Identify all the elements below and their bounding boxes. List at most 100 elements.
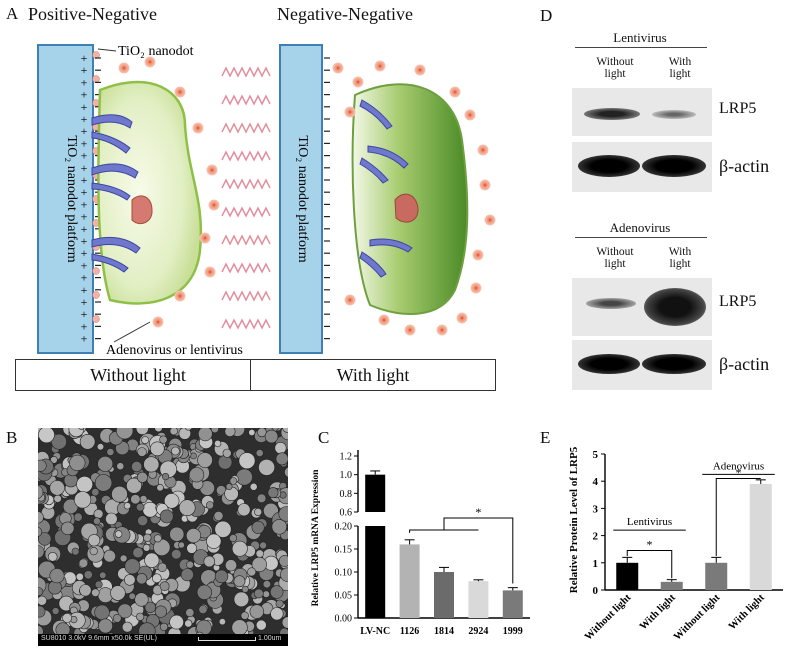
sem-particle <box>259 541 267 550</box>
e-group-label: Lentivirus <box>627 516 672 528</box>
sem-scale: 1.00um <box>258 635 282 642</box>
sem-particle <box>132 546 144 559</box>
sem-particle <box>83 570 93 580</box>
sem-particle <box>249 604 265 619</box>
sem-particle <box>69 454 86 472</box>
sem-particle <box>134 592 149 607</box>
sem-particle <box>206 533 222 549</box>
virus-particle <box>449 86 461 98</box>
sem-particle <box>177 541 185 549</box>
sem-particle <box>98 618 113 634</box>
sem-particle <box>61 521 75 536</box>
virus-particle <box>206 164 218 176</box>
c-tick-label-lower: 0.10 <box>335 568 353 579</box>
e-tick-label: 5 <box>593 449 599 461</box>
sem-particle <box>49 480 65 496</box>
sem-particle <box>116 462 125 471</box>
receptors-right <box>359 99 413 278</box>
receptors-left <box>91 114 141 273</box>
c-bar <box>434 572 454 618</box>
plus-mark: + <box>81 210 88 224</box>
sem-particle <box>128 592 136 600</box>
plus-mark: + <box>81 124 88 138</box>
sem-particle <box>195 631 204 634</box>
sem-particle <box>141 436 150 444</box>
sem-particle <box>198 605 208 615</box>
sem-particle <box>94 580 103 589</box>
blot1-protein1: LRP5 <box>719 100 757 117</box>
c-tick-label-upper: 0.8 <box>340 489 353 500</box>
nucleus-right <box>394 193 419 223</box>
sem-particle <box>275 452 288 466</box>
sem-particle <box>38 545 45 559</box>
sem-particle <box>75 572 84 581</box>
sem-particle <box>50 456 58 464</box>
sem-particle <box>76 476 94 493</box>
light-wave <box>221 178 271 190</box>
sem-particle <box>137 515 148 527</box>
sem-particle <box>68 428 84 438</box>
sem-particle <box>254 508 263 517</box>
e-y-axis-label: Relative Protein Level of LRP5 <box>568 446 580 593</box>
sem-particle <box>79 434 96 450</box>
sem-particle <box>281 616 288 629</box>
panel-a-diagram: TiO₂ nanodot platform ++++++++++++++++++… <box>37 44 496 358</box>
sem-particle <box>135 612 145 621</box>
plus-mark: + <box>81 234 88 248</box>
plus-mark: + <box>81 185 88 199</box>
c-category-label: 1999 <box>503 626 523 637</box>
sem-particle <box>142 544 151 552</box>
sem-particle <box>222 448 232 458</box>
sem-particle <box>99 571 107 579</box>
plus-mark: + <box>81 161 88 175</box>
nanodot <box>92 315 100 323</box>
light-wave <box>221 206 271 218</box>
plus-mark: + <box>81 295 88 309</box>
sem-particle <box>264 429 279 444</box>
e-tick-label: 0 <box>593 585 599 597</box>
virus-particle <box>204 266 216 278</box>
sem-particle <box>203 555 216 568</box>
sem-particle <box>225 559 238 572</box>
blot1-title: Lentivirus <box>613 30 667 45</box>
sem-particle <box>91 588 100 597</box>
virus-particle <box>344 106 356 118</box>
sem-particle <box>161 472 170 481</box>
sem-particle <box>114 530 123 538</box>
sem-particle <box>231 540 248 557</box>
sem-particle <box>142 501 158 518</box>
sem-particle <box>235 468 253 486</box>
virus-particle <box>344 294 356 306</box>
blot2-protein1: LRP5 <box>719 293 757 310</box>
virus-particle <box>470 282 482 294</box>
blot2-title: Adenovirus <box>609 220 671 235</box>
sem-particle <box>253 588 264 599</box>
e-sig-bracket <box>715 477 761 556</box>
c-category-label: 1126 <box>400 626 419 637</box>
sem-particle <box>119 554 128 563</box>
sem-particle <box>225 483 233 490</box>
sem-particle <box>53 494 62 503</box>
light-wave <box>221 150 271 162</box>
virus-particle <box>144 56 156 68</box>
sem-particle <box>135 428 149 435</box>
sem-particle <box>94 474 113 492</box>
sem-particle <box>73 512 83 522</box>
e-sig-bracket <box>626 550 673 579</box>
c-tick-label-upper: 0.6 <box>340 508 353 519</box>
sem-particle <box>171 548 182 560</box>
sem-particle <box>153 534 162 543</box>
sem-particle <box>271 519 288 535</box>
plus-mark: + <box>81 271 88 285</box>
sem-particle <box>116 428 134 440</box>
sem-particle <box>169 526 185 542</box>
e-category-label: Without light <box>583 592 634 643</box>
e-tick-label: 1 <box>593 558 599 570</box>
sem-particle <box>126 477 142 494</box>
sem-particle <box>79 584 92 597</box>
panel-b-letter: B <box>6 428 18 447</box>
sem-particle <box>154 605 167 618</box>
sem-image: SU8010 3.0kV 9.6mm x50.0k SE(UL) 1.00um <box>38 428 288 646</box>
virus-particle <box>404 324 416 336</box>
c-category-label: 2924 <box>468 626 488 637</box>
